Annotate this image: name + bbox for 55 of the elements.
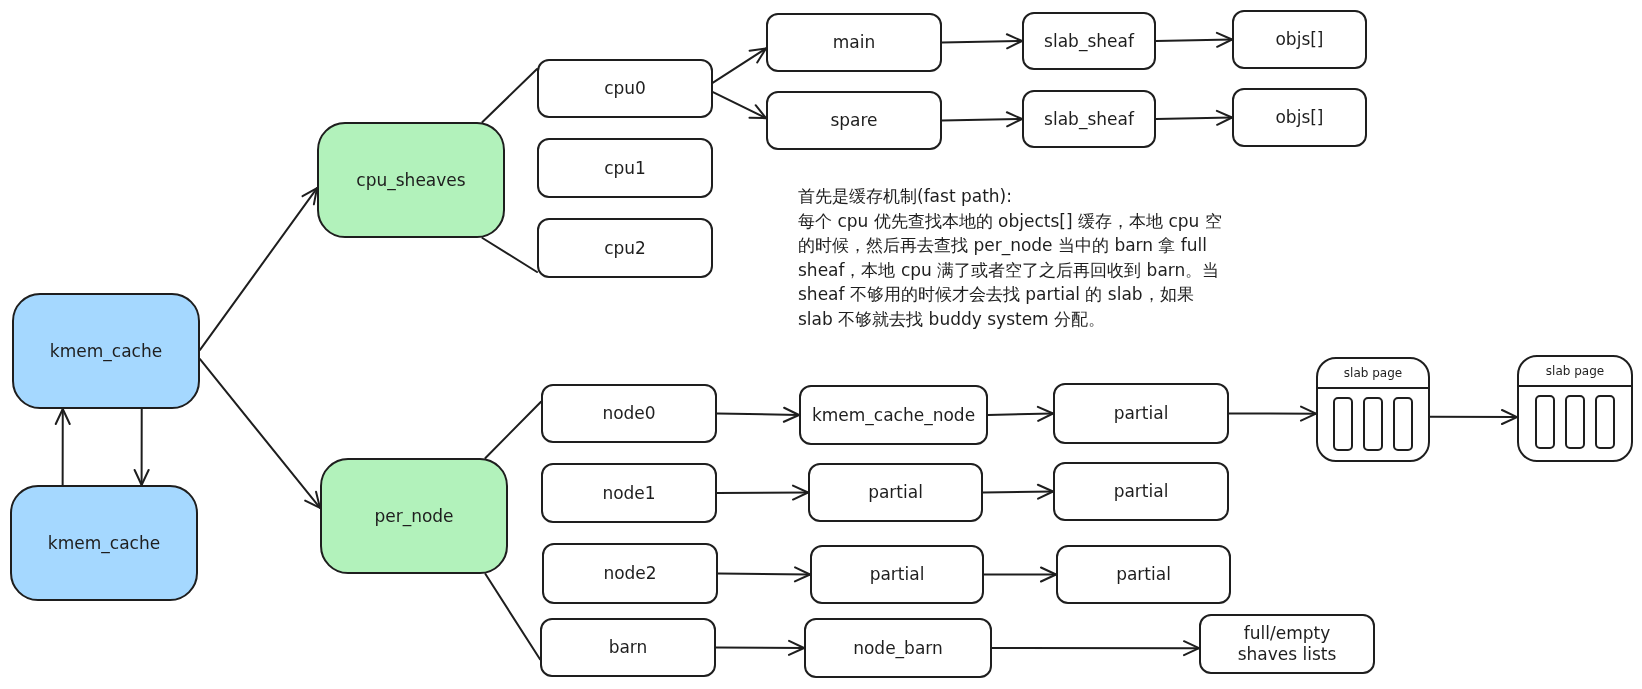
rounded-box: partial [808,463,983,522]
arrow [712,47,767,84]
connector-line [484,573,541,661]
arrow [716,484,809,501]
rounded-box: slab_sheaf [1022,90,1156,148]
connector-line [484,400,542,459]
rounded-box: barn [540,618,716,677]
note-text: 每个 cpu 优先查找本地的 objects[] 缓存，本地 cpu 空的时候，然后再去查找 per_node 当中的 barn 拿 full sheaf，本地 cpu 满了或者空了之后再回收到 barn。当 sheaf 不够用的时候才会去找 partial 的 slab，如果 slab 不够就去找 buddy system 分配。 [798,209,1223,331]
arrow [983,566,1057,583]
arrow [712,91,767,120]
arrow [717,566,811,583]
arrow [715,639,805,656]
arrow [716,406,800,423]
rounded-box: cpu0 [537,59,713,118]
rounded-box: partial [810,545,984,604]
rounded-box: cpu_sheaves [317,122,505,238]
note-heading: 首先是缓存机制(fast path): [798,185,1013,208]
arrow [991,640,1200,657]
page-box [1517,355,1633,462]
rounded-box: per_node [320,458,508,574]
rounded-box: cpu1 [537,138,713,198]
page-box [1316,357,1430,462]
rounded-box: full/empty shaves lists [1199,614,1375,674]
box-heading: slab page [1519,357,1631,387]
arrow [199,187,318,351]
rounded-box: node_barn [804,618,992,678]
arrow [941,111,1023,128]
arrow [54,408,71,486]
box-heading: slab page [1318,359,1428,389]
rounded-box: kmem_cache [12,293,200,409]
arrow [1155,31,1233,48]
arrow [982,483,1054,500]
arrow [1155,109,1233,126]
rounded-box: node0 [541,384,717,443]
arrow [199,358,321,509]
rounded-box: partial [1053,462,1229,521]
rounded-box: kmem_cache_node [799,385,988,445]
rounded-box: cpu2 [537,218,713,278]
rounded-box: node1 [541,463,717,523]
rounded-box: partial [1053,383,1229,444]
rounded-box: objs[] [1232,10,1367,69]
connector-line [481,237,538,273]
rounded-box: node2 [542,543,718,604]
connector-line [481,68,538,123]
arrow [987,405,1054,422]
rounded-box: spare [766,91,942,150]
rounded-box: partial [1056,545,1231,604]
rounded-box: slab_sheaf [1022,12,1156,70]
arrow [1228,405,1317,422]
arrow [133,408,150,486]
arrow [1429,409,1518,425]
rounded-box: kmem_cache [10,485,198,601]
rounded-box: objs[] [1232,88,1367,147]
rounded-box: main [766,13,942,72]
arrow [941,33,1023,50]
